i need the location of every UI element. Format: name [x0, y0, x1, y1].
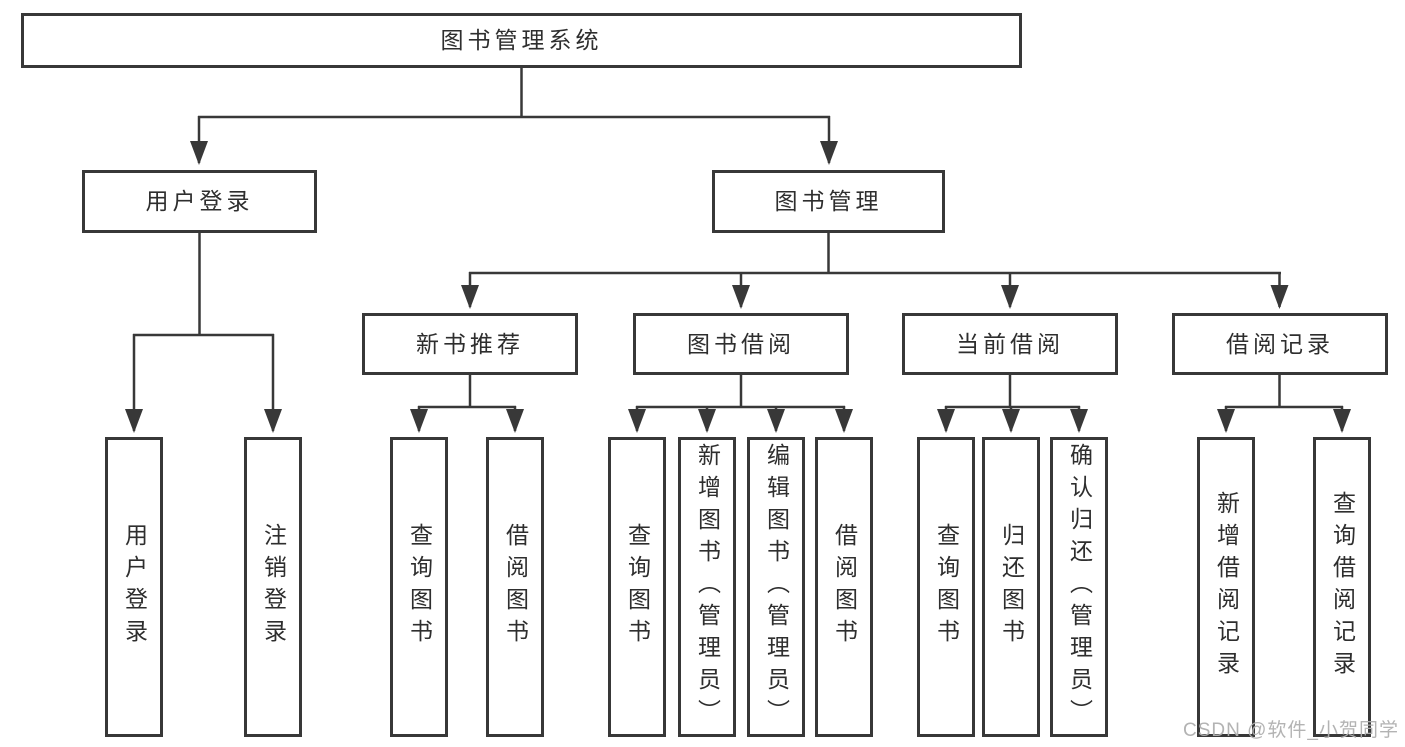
leaf-current-return-book: 归还图书	[982, 437, 1040, 737]
leaf-borrow-query-book: 查询图书	[608, 437, 666, 737]
leaf-current-confirm-return-admin-label: 确认归还（管理员）	[1066, 443, 1093, 731]
leaf-borrow-borrow-book: 借阅图书	[815, 437, 873, 737]
node-new-book-recommend: 新书推荐	[362, 313, 578, 375]
leaf-borrow-query-book-label: 查询图书	[624, 523, 651, 651]
node-book-management-label: 图书管理	[774, 188, 883, 214]
leaf-record-add-record: 新增借阅记录	[1197, 437, 1255, 737]
node-current-borrow-label: 当前借阅	[956, 330, 1064, 357]
leaf-borrow-add-book-admin: 新增图书（管理员）	[678, 437, 736, 737]
node-root-system: 图书管理系统	[21, 13, 1022, 68]
node-new-book-recommend-label: 新书推荐	[416, 330, 524, 357]
node-book-borrow-label: 图书借阅	[687, 330, 795, 357]
node-user-login-label: 用户登录	[145, 188, 254, 214]
node-user-login-module: 用户登录	[82, 170, 317, 233]
node-current-borrow: 当前借阅	[902, 313, 1118, 375]
node-borrow-record: 借阅记录	[1172, 313, 1388, 375]
leaf-record-query-record: 查询借阅记录	[1313, 437, 1371, 737]
leaf-recommend-query-book: 查询图书	[390, 437, 448, 737]
leaf-user-login-label: 用户登录	[121, 523, 148, 651]
leaf-logout: 注销登录	[244, 437, 302, 737]
leaf-logout-label: 注销登录	[260, 523, 287, 651]
node-borrow-record-label: 借阅记录	[1226, 330, 1334, 357]
csdn-watermark: CSDN @软件_小贺同学	[1183, 720, 1399, 741]
leaf-current-confirm-return-admin: 确认归还（管理员）	[1050, 437, 1108, 737]
leaf-current-return-book-label: 归还图书	[998, 523, 1025, 651]
leaf-borrow-add-book-admin-label: 新增图书（管理员）	[694, 443, 721, 731]
leaf-borrow-borrow-book-label: 借阅图书	[831, 523, 858, 651]
leaf-borrow-edit-book-admin-label: 编辑图书（管理员）	[763, 443, 790, 731]
leaf-borrow-edit-book-admin: 编辑图书（管理员）	[747, 437, 805, 737]
leaf-recommend-borrow-book-label: 借阅图书	[502, 523, 529, 651]
node-root-label: 图书管理系统	[440, 27, 603, 53]
leaf-record-query-record-label: 查询借阅记录	[1329, 491, 1356, 683]
leaf-recommend-query-book-label: 查询图书	[406, 523, 433, 651]
leaf-recommend-borrow-book: 借阅图书	[486, 437, 544, 737]
leaf-current-query-book-label: 查询图书	[933, 523, 960, 651]
node-book-borrow: 图书借阅	[633, 313, 849, 375]
leaf-user-login: 用户登录	[105, 437, 163, 737]
leaf-record-add-record-label: 新增借阅记录	[1213, 491, 1240, 683]
node-book-management-module: 图书管理	[712, 170, 945, 233]
leaf-current-query-book: 查询图书	[917, 437, 975, 737]
